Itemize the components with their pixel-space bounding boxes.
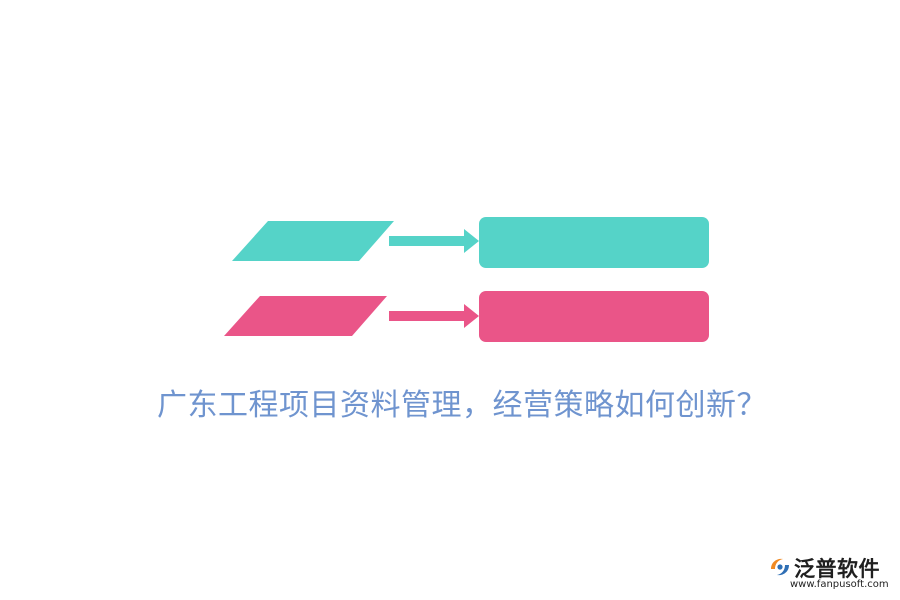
- output-box-1: [479, 217, 709, 268]
- logo-url-text: www.fanpusoft.com: [790, 579, 889, 590]
- arrow-shaft-1: [389, 236, 466, 246]
- logo-name-text: 泛普软件: [794, 557, 880, 581]
- input-parallelogram-2: [224, 296, 387, 336]
- caption-title: 广东工程项目资料管理，经营策略如何创新？: [157, 388, 767, 423]
- fanpu-logo-icon: [771, 558, 789, 576]
- output-box-2: [479, 291, 709, 342]
- input-parallelogram-1: [232, 221, 394, 261]
- arrow-head-2: [464, 304, 479, 328]
- fanpu-logo: 泛普软件 www.fanpusoft.com: [768, 553, 893, 595]
- arrow-shaft-2: [389, 311, 466, 321]
- arrow-head-1: [464, 229, 479, 253]
